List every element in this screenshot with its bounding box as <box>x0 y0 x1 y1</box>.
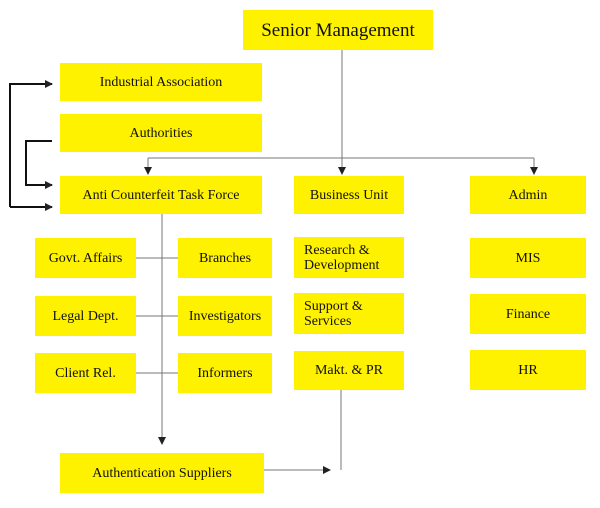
authorities-box: Authorities <box>60 114 262 152</box>
industrial-association-box: Industrial Association <box>60 63 262 101</box>
admin-box: Admin <box>470 176 586 214</box>
anti-counterfeit-task-force-box: Anti Counterfeit Task Force <box>60 176 262 214</box>
research-development-box: Research & Development <box>294 237 404 278</box>
govt-affairs-box: Govt. Affairs <box>35 238 136 278</box>
finance-box: Finance <box>470 294 586 334</box>
support-services-box: Support & Services <box>294 293 404 334</box>
investigators-box: Investigators <box>178 296 272 336</box>
business-unit-box: Business Unit <box>294 176 404 214</box>
informers-box: Informers <box>178 353 272 393</box>
makt-pr-box: Makt. & PR <box>294 351 404 390</box>
branches-box: Branches <box>178 238 272 278</box>
client-rel-box: Client Rel. <box>35 353 136 393</box>
authentication-suppliers-box: Authentication Suppliers <box>60 453 264 493</box>
hr-box: HR <box>470 350 586 390</box>
senior-management-box: Senior Management <box>243 10 433 50</box>
legal-dept-box: Legal Dept. <box>35 296 136 336</box>
mis-box: MIS <box>470 238 586 278</box>
